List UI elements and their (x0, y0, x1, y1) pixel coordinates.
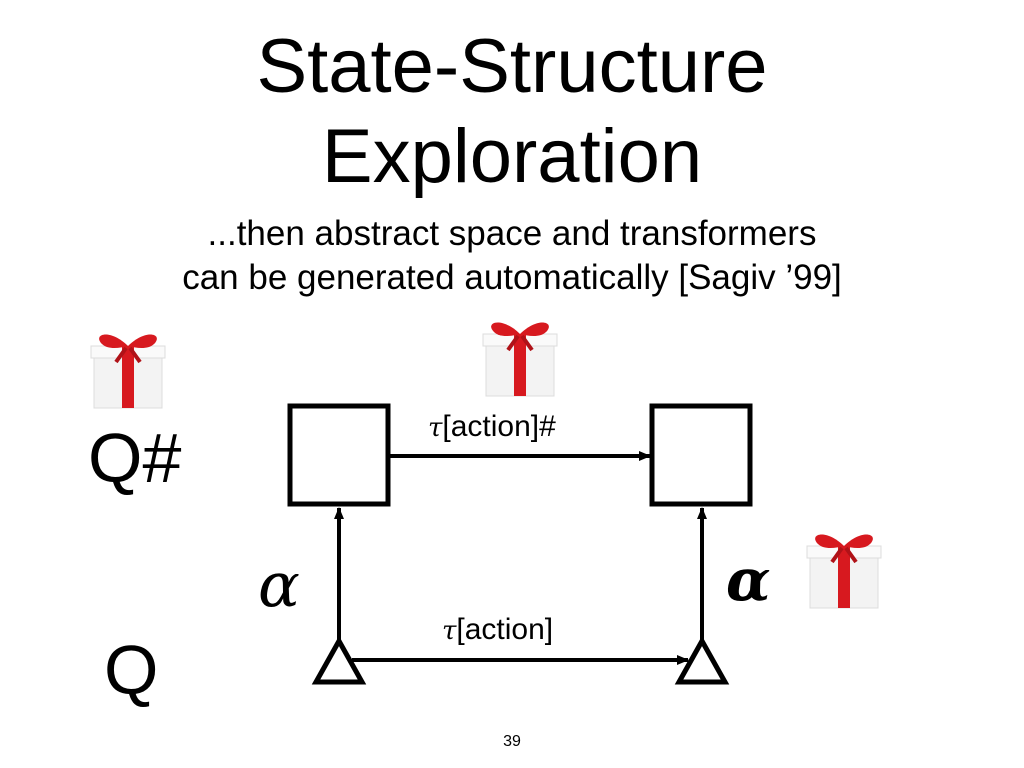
bottom-arrow-label: τ[action] (442, 612, 553, 649)
top-arrow-label: τ[action]# (428, 409, 556, 446)
abstract-state-box-left (287, 403, 391, 507)
slide-subtitle: ...then abstract space and transformers … (0, 212, 1024, 300)
gift-icon (806, 534, 882, 609)
alpha-right-label: α (726, 546, 771, 614)
tau-symbol: τ (442, 616, 457, 646)
top-arrow-text: [action]# (442, 410, 556, 443)
subtitle-line-1: ...then abstract space and transformers (207, 214, 817, 253)
slide-title: State-Structure Exploration (0, 22, 1024, 202)
abstract-domain-label: Q# (88, 419, 182, 497)
subtitle-line-2: can be generated automatically [Sagiv ’9… (182, 258, 842, 297)
title-line-1: State-Structure (256, 24, 768, 109)
tau-symbol: τ (428, 413, 443, 443)
gift-icon (482, 322, 558, 397)
alpha-left-label: α (258, 548, 300, 621)
gift-icon (90, 334, 166, 409)
concrete-state-triangle-right (674, 635, 730, 685)
concrete-state-triangle-left (311, 635, 367, 685)
title-line-2: Exploration (321, 114, 703, 199)
abstract-state-box-right (649, 403, 753, 507)
concrete-domain-label: Q (104, 631, 159, 709)
page-number: 39 (503, 733, 521, 750)
bottom-arrow-text: [action] (456, 613, 554, 646)
